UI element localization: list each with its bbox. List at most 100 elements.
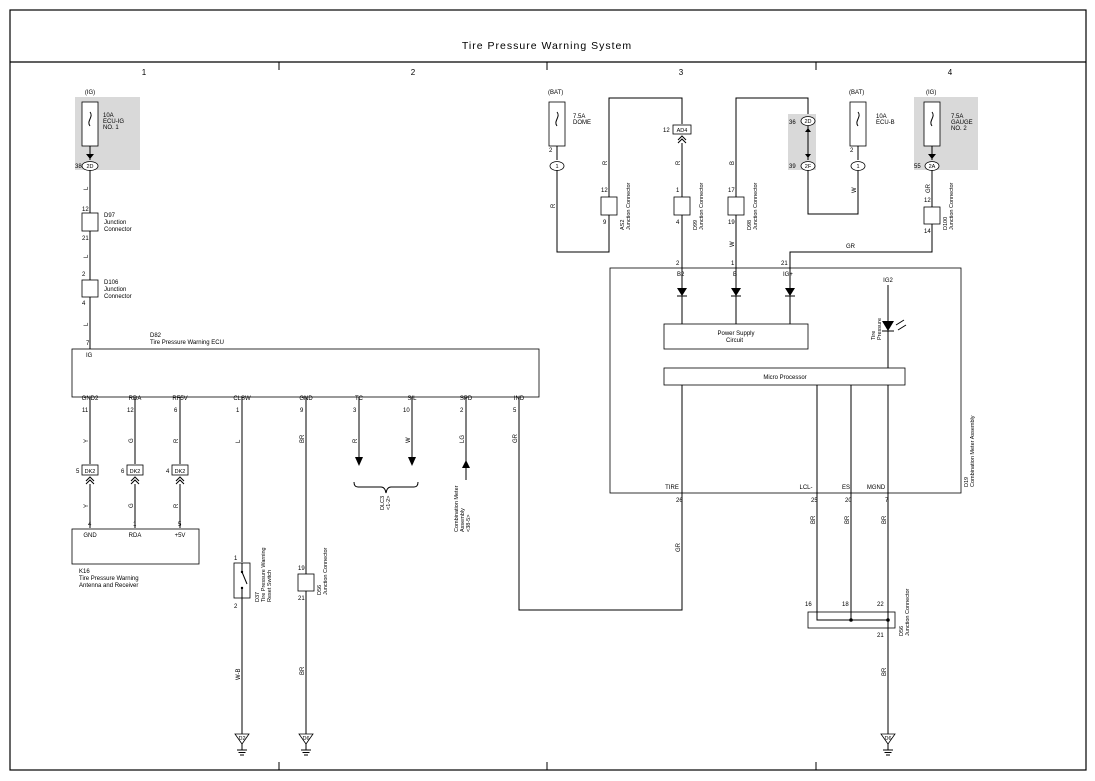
gnd-d56a: BR 19 21 D56 Junction Connector BR D6 (297, 397, 329, 756)
svg-text:GR: GR (513, 433, 519, 443)
svg-text:Tire Pressure Warning ECU: Tire Pressure Warning ECU (150, 340, 224, 346)
svg-text:4: 4 (166, 469, 170, 475)
svg-text:D100: D100 (943, 217, 949, 230)
svg-text:19: 19 (298, 566, 305, 572)
section-4: 4 (948, 68, 953, 77)
svg-text:TIRE: TIRE (665, 485, 679, 491)
junction-block: 36 2D 39 2F (788, 114, 816, 171)
svg-text:2D: 2D (86, 164, 93, 170)
svg-text:6: 6 (174, 408, 178, 414)
svg-text:1: 1 (555, 164, 558, 170)
ground-d6-right: D6 (884, 736, 891, 742)
svg-text:1: 1 (133, 522, 137, 528)
svg-text:2: 2 (234, 604, 238, 610)
svg-text:K16: K16 (79, 569, 90, 575)
svg-text:Junction Connector: Junction Connector (905, 588, 911, 636)
svg-text:2A: 2A (929, 164, 936, 170)
svg-text:(IG): (IG) (85, 90, 95, 96)
svg-text:11: 11 (82, 408, 89, 414)
svg-text:Tire Pressure Warning: Tire Pressure Warning (79, 576, 139, 582)
svg-text:2: 2 (460, 408, 464, 414)
svg-text:Junction Connector: Junction Connector (753, 182, 759, 230)
svg-text:L: L (236, 439, 242, 443)
svg-text:BR: BR (300, 434, 306, 443)
svg-text:5: 5 (178, 522, 182, 528)
svg-text:IG+: IG+ (783, 272, 793, 278)
svg-text:BR: BR (845, 515, 851, 524)
svg-text:Junction Connector: Junction Connector (699, 182, 705, 230)
svg-text:W-B: W-B (236, 668, 242, 680)
svg-text:D97: D97 (104, 213, 116, 219)
svg-text:AD4: AD4 (677, 128, 688, 134)
svg-text:10A: 10A (876, 114, 887, 120)
connector-ad4: 12 AD4 (663, 124, 692, 144)
svg-text:20: 20 (845, 498, 852, 504)
svg-text:D19: D19 (964, 477, 970, 487)
svg-text:2: 2 (676, 261, 680, 267)
svg-text:12: 12 (663, 128, 670, 134)
svg-text:L: L (84, 322, 90, 326)
svg-text:GR: GR (846, 244, 856, 250)
svg-text:21: 21 (82, 236, 89, 242)
svg-text:R: R (676, 160, 682, 165)
svg-text:2: 2 (82, 272, 86, 278)
antenna-k16: 4 1 5 GND RDA +5V K16 Tire Pressure Warn… (71, 522, 200, 589)
svg-text:7.5A: 7.5A (951, 114, 963, 120)
svg-text:1: 1 (234, 556, 238, 562)
svg-text:W: W (406, 437, 412, 443)
svg-text:D106: D106 (104, 280, 119, 286)
svg-text:2F: 2F (805, 164, 812, 170)
svg-text:Combination Meter: Combination Meter (454, 485, 460, 532)
svg-text:+5V: +5V (175, 533, 186, 539)
svg-text:1: 1 (856, 164, 859, 170)
svg-text:DK2: DK2 (130, 469, 141, 475)
svg-text:2D: 2D (804, 119, 811, 125)
svg-text:B: B (730, 161, 736, 165)
svg-text:D56: D56 (899, 626, 905, 636)
svg-text:1: 1 (236, 408, 240, 414)
svg-text:36: 36 (789, 120, 796, 126)
svg-text:Junction: Junction (104, 287, 126, 293)
wires-antenna-lower: Y G R (84, 484, 181, 528)
svg-text:B: B (733, 272, 737, 278)
diagram-title: Tire Pressure Warning System (462, 40, 632, 52)
svg-text:GAUGE: GAUGE (951, 120, 973, 126)
svg-text:18: 18 (842, 602, 849, 608)
svg-text:Circuit: Circuit (726, 338, 743, 344)
svg-text:Tire: Tire (871, 331, 877, 340)
svg-text:Pressure: Pressure (877, 318, 883, 340)
outer-frame (9, 9, 1087, 771)
section-1: 1 (142, 68, 147, 77)
svg-text:R: R (174, 438, 180, 443)
svg-text:RDA: RDA (129, 533, 142, 539)
svg-text:21: 21 (877, 633, 884, 639)
svg-text:Combination Meter Assembly: Combination Meter Assembly (970, 415, 976, 487)
spd-ref: LG Combination Meter Assembly <38-5> (454, 397, 472, 532)
svg-text:17: 17 (728, 188, 735, 194)
dk2-connectors: 5 DK2 6 DK2 4 DK2 (76, 464, 189, 485)
svg-text:12: 12 (127, 408, 134, 414)
svg-text:IG: IG (86, 353, 93, 359)
svg-text:LCL-: LCL- (799, 485, 812, 491)
svg-text:19: 19 (728, 220, 735, 226)
svg-text:G: G (129, 438, 135, 443)
svg-text:B2: B2 (677, 272, 685, 278)
section-2: 2 (411, 68, 416, 77)
svg-text:4: 4 (82, 301, 86, 307)
svg-text:W: W (852, 187, 858, 193)
dlc3: R W DLC3 <1-2> (353, 397, 419, 510)
meter-d19: 2 1 21 B2 B IG+ Power Supply Circuit IG2… (609, 261, 976, 494)
svg-text:(BAT): (BAT) (548, 90, 563, 96)
junction-d106: 2 4 D106 Junction Connector (81, 272, 132, 307)
svg-text:D82: D82 (150, 333, 162, 339)
junction-d56b: 16 18 22 21 D56 Junction Connector BR D6 (805, 588, 911, 756)
ecu-pins: 11 12 6 1 9 3 10 2 5 (82, 408, 517, 414)
ground-d2: D2 (238, 736, 245, 742)
svg-text:21: 21 (298, 596, 305, 602)
svg-text:22: 22 (877, 602, 884, 608)
fuse-dome: (BAT) 7.5A DOME 2 1 (541, 90, 591, 171)
svg-text:NO. 1: NO. 1 (103, 125, 119, 131)
fuse-gauge: (IG) 7.5A GAUGE NO. 2 55 2A (914, 90, 978, 171)
svg-text:(BAT): (BAT) (849, 90, 864, 96)
